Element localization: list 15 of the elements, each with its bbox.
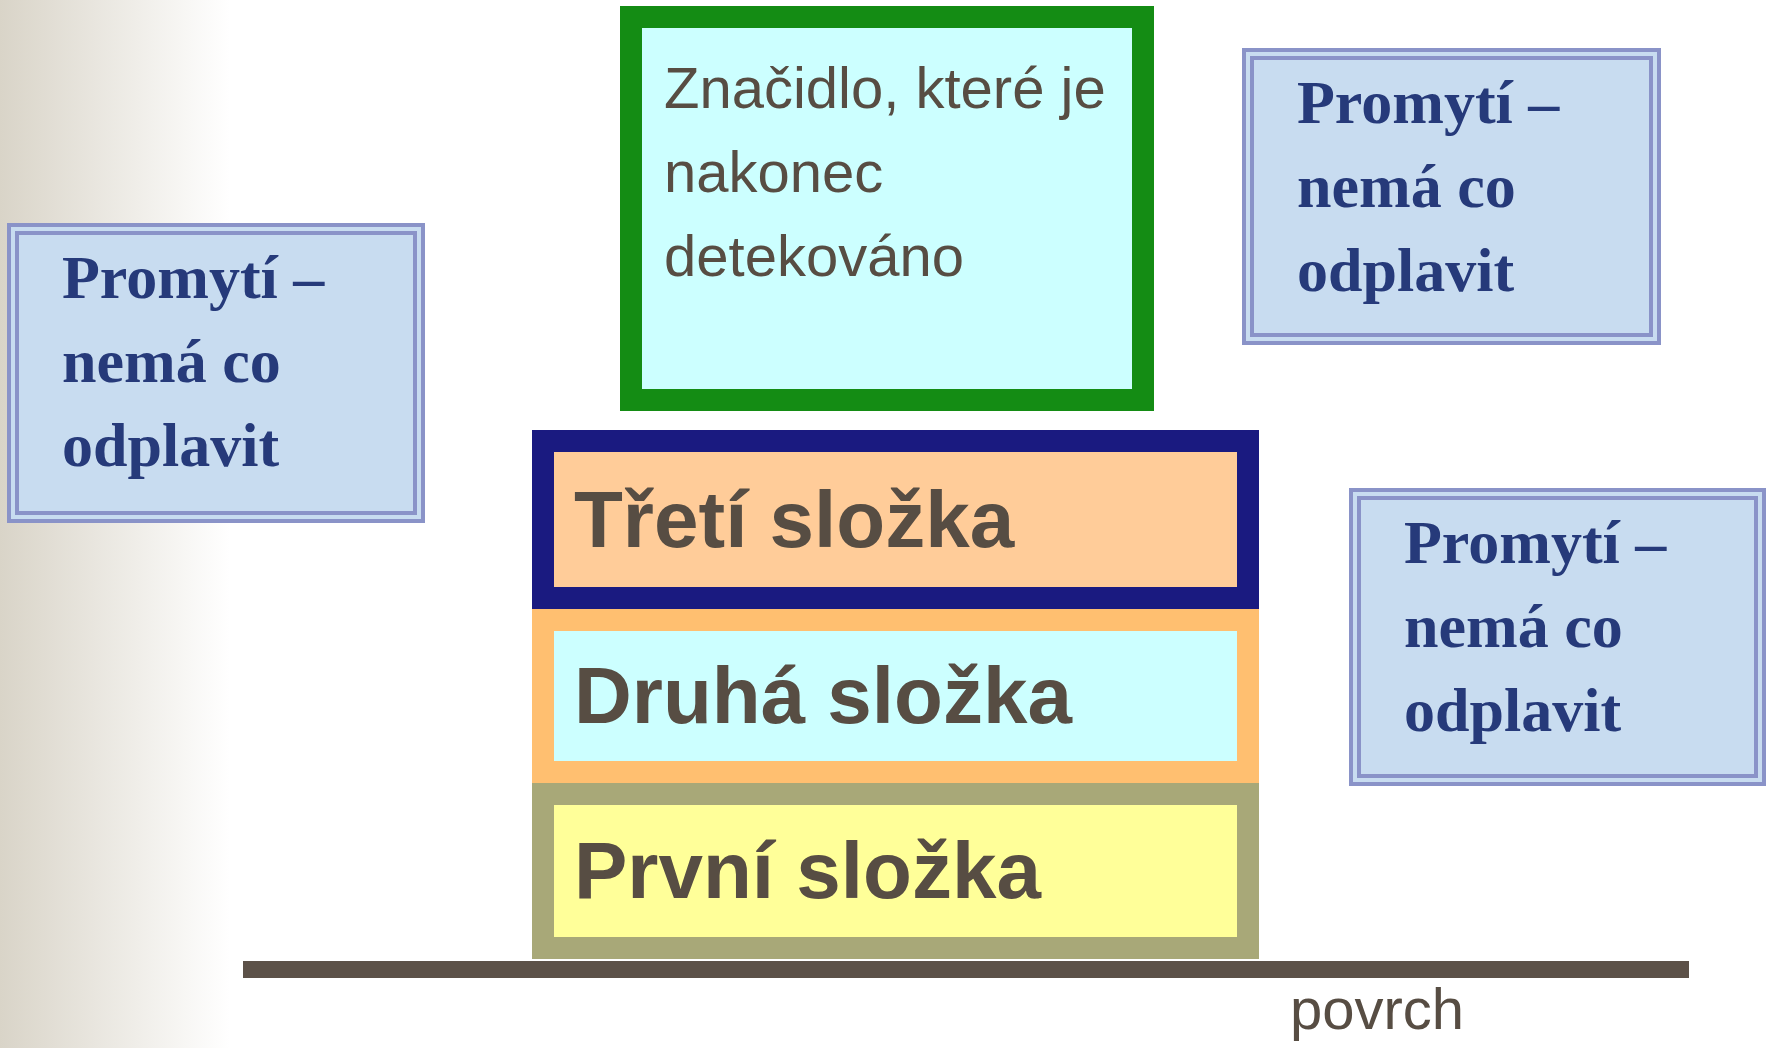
layer-label: Třetí složka: [574, 473, 1015, 566]
note-box: [7, 223, 425, 523]
layer-label: První složka: [574, 825, 1041, 917]
layer-box: [532, 609, 1259, 783]
layer-label: Druhá složka: [574, 650, 1072, 742]
note-text: Značidlo, které je nakonec detekováno: [664, 54, 1107, 290]
surface-label: povrch: [1290, 975, 1465, 1042]
note-text: Promytí – nemá co odplavit: [62, 242, 326, 481]
note-box: [1242, 48, 1661, 345]
note-text: Promytí – nemá co odplavit: [1297, 67, 1561, 306]
layer-box: [532, 430, 1259, 609]
tracer-box: [620, 6, 1154, 411]
note-text: Promytí – nemá co odplavit: [1404, 507, 1668, 746]
note-box: [1349, 488, 1766, 786]
layer-box: [532, 783, 1259, 959]
